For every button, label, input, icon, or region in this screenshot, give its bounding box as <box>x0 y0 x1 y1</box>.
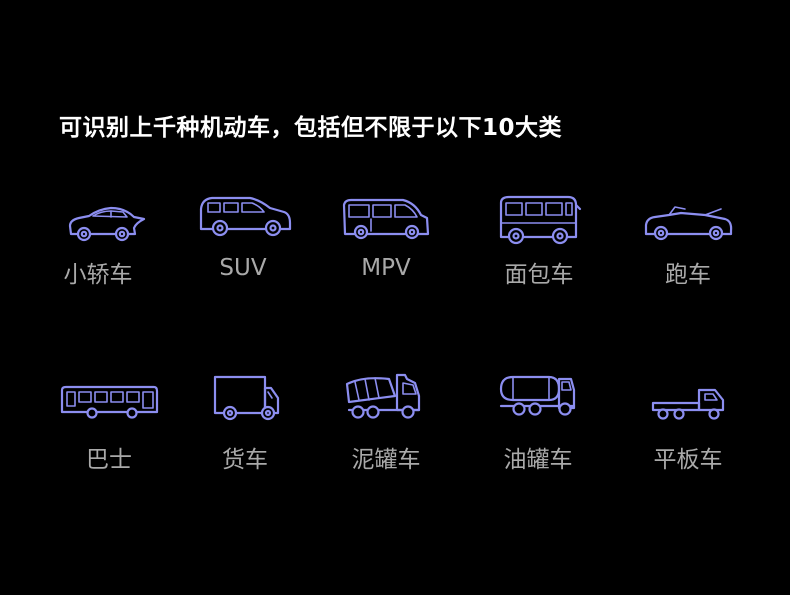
vehicle-label: SUV <box>219 255 267 281</box>
headline: 可识别上千种机动车，包括但不限于以下10大类 <box>59 115 563 141</box>
vehicle-cement-mixer: 泥罐车 <box>311 370 461 480</box>
mpv-icon <box>342 198 430 240</box>
sedan-icon <box>68 206 146 242</box>
minibus-icon <box>499 195 582 245</box>
vehicle-label: MPV <box>361 255 411 281</box>
vehicle-label: 小轿车 <box>63 262 133 288</box>
bus-icon <box>60 385 159 419</box>
vehicle-minibus: 面包车 <box>464 185 614 295</box>
vehicle-suv: SUV <box>168 185 318 295</box>
suv-icon <box>199 196 292 237</box>
vehicle-label: 货车 <box>222 447 268 473</box>
sports-car-icon <box>644 206 733 241</box>
vehicle-bus: 巴士 <box>34 370 184 480</box>
cement-mixer-icon <box>345 373 421 419</box>
flatbed-truck-icon <box>651 388 725 420</box>
vehicle-label: 巴士 <box>86 447 132 473</box>
vehicle-tanker: 油罐车 <box>463 370 613 480</box>
vehicle-label: 油罐车 <box>503 447 573 473</box>
vehicle-label: 泥罐车 <box>351 447 421 473</box>
vehicle-sports-car: 跑车 <box>613 185 763 295</box>
vehicle-label: 跑车 <box>665 262 711 288</box>
vehicle-flatbed: 平板车 <box>613 370 763 480</box>
vehicle-sedan: 小轿车 <box>23 185 173 295</box>
truck-icon <box>213 375 280 421</box>
vehicle-label: 平板车 <box>653 447 723 473</box>
vehicle-label: 面包车 <box>504 262 574 288</box>
vehicle-mpv: MPV <box>311 185 461 295</box>
vehicle-truck: 货车 <box>170 370 320 480</box>
tanker-truck-icon <box>499 375 576 416</box>
